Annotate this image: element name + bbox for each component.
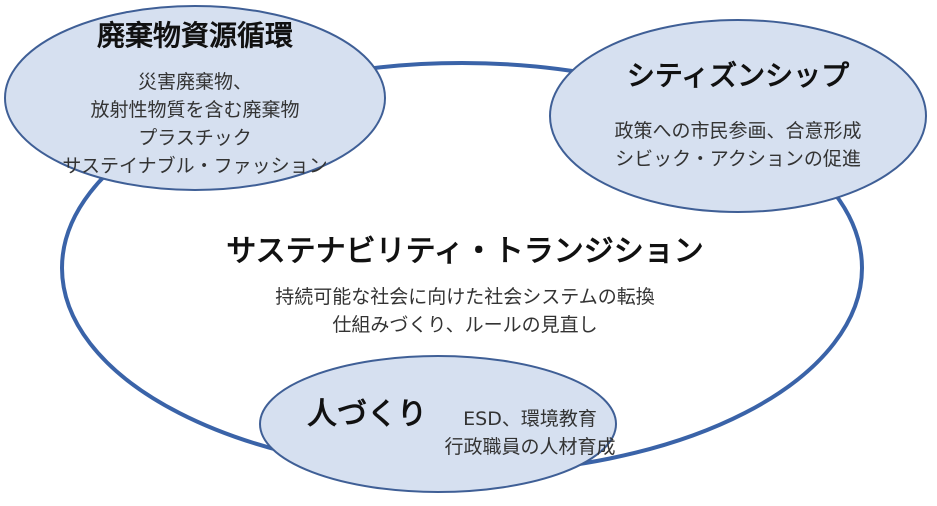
people-node-title: 人づくり — [307, 397, 427, 432]
citizenship-node-title: シティズンシップ — [626, 59, 850, 92]
waste-node-line-3: プラスチック — [138, 127, 252, 149]
waste-node-line-2: 放射性物質を含む廃棄物 — [90, 99, 300, 121]
citizenship-node-bubble — [549, 19, 927, 213]
people-node-bubble — [259, 355, 617, 493]
waste-node-line-1: 災害廃棄物、 — [137, 71, 252, 93]
citizenship-node-line-1: 政策への市民参画、合意形成 — [614, 120, 862, 142]
waste-node-title: 廃棄物資源循環 — [96, 19, 293, 52]
center-title: サステナビリティ・トランジション — [226, 234, 704, 269]
waste-node-bubble — [4, 5, 386, 191]
people-node-line-2: 行政職員の人材育成 — [444, 436, 616, 458]
center-line-2: 仕組みづくり、ルールの見直し — [332, 314, 598, 336]
center-line-1: 持続可能な社会に向けた社会システムの転換 — [275, 286, 655, 308]
waste-node-line-4: サステイナブル・ファッション — [62, 155, 328, 177]
people-node-line-1: ESD、環境教育 — [463, 408, 597, 430]
citizenship-node-line-2: シビック・アクションの促進 — [615, 148, 861, 170]
